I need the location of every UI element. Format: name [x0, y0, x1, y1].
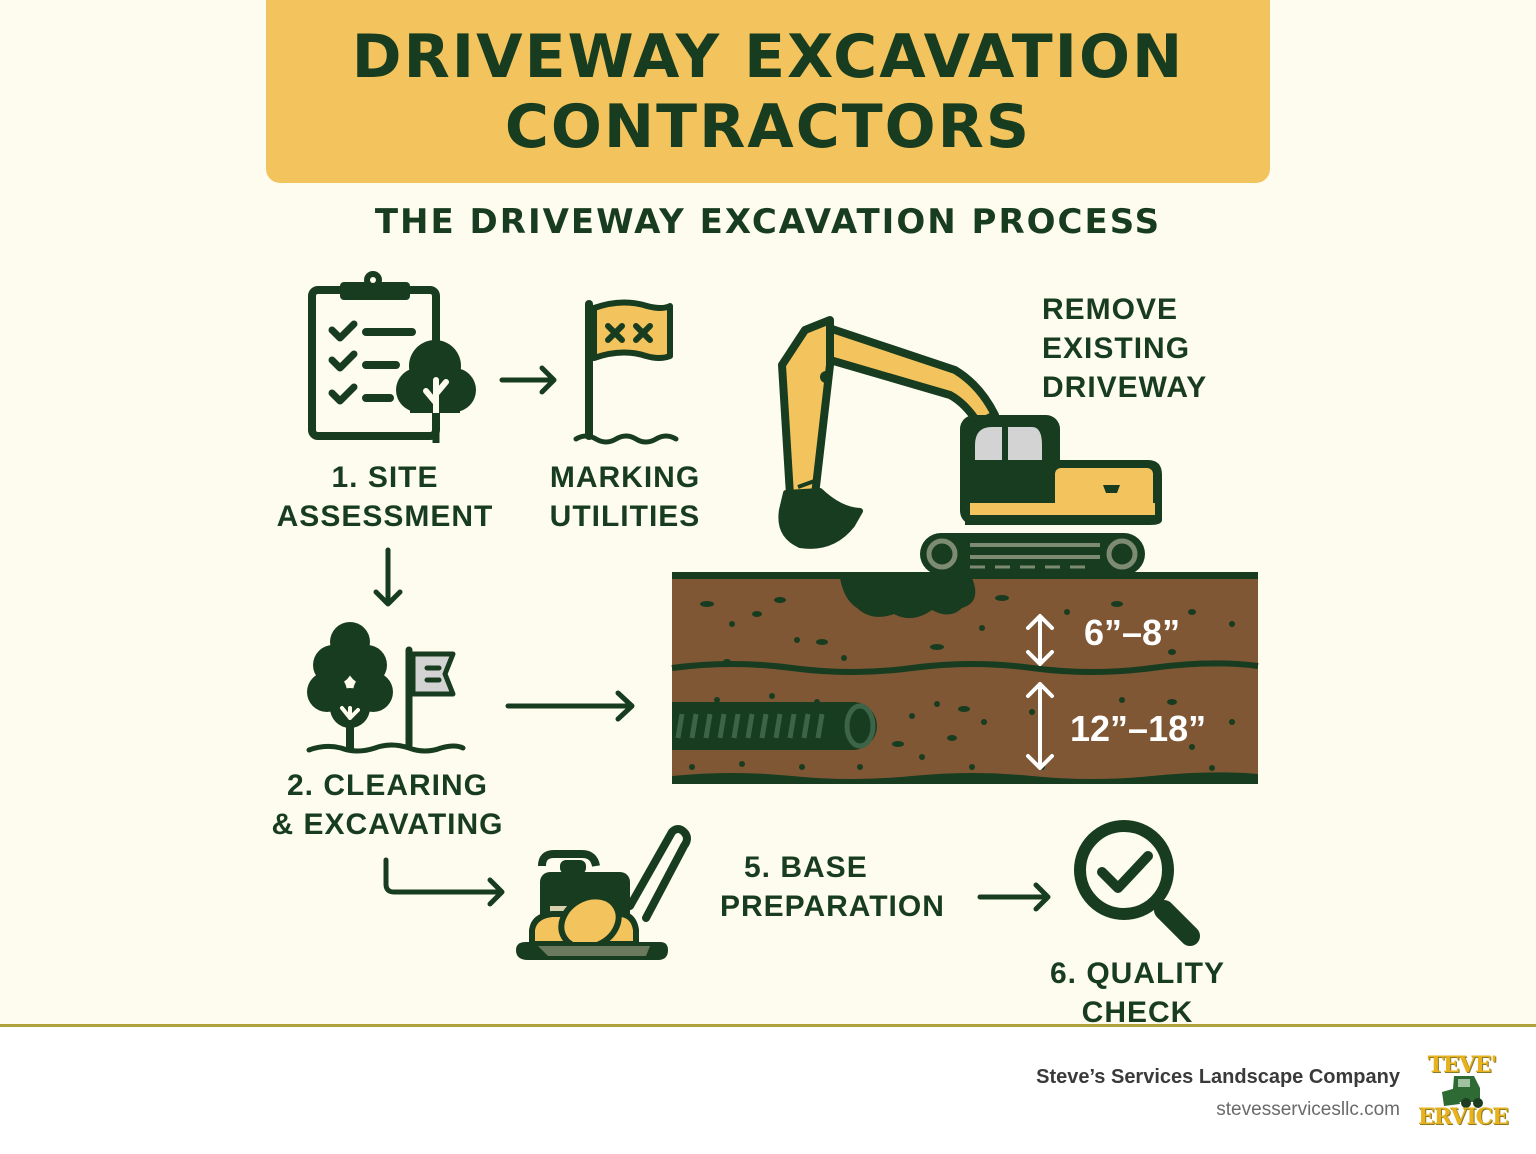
elbow-arrow-icon — [383, 857, 505, 907]
bottom-layer-depth: 12”–18” — [1070, 708, 1207, 749]
arrow-right-icon — [977, 882, 1051, 912]
step-line: REMOVE — [1042, 293, 1179, 326]
step-marking-utilities-label: MARKING UTILITIES — [525, 458, 725, 536]
footer-website-link[interactable]: stevesservicesllc.com — [1216, 1099, 1400, 1120]
step-line: CHECK — [1081, 996, 1194, 1029]
top-layer-depth: 6”–8” — [1084, 612, 1181, 653]
step-line: PREPARATION — [720, 890, 945, 923]
step-line: MARKING — [549, 461, 701, 494]
step-line: 5. BASE — [744, 851, 868, 884]
step-line: UTILITIES — [549, 500, 701, 533]
step-site-assessment-label: 1. SITE ASSESSMENT — [260, 458, 510, 536]
step-line: ASSESSMENT — [276, 500, 494, 533]
excavator-icon — [778, 316, 1162, 575]
footer-company-name: Steve’s Services Landscape Company — [1036, 1066, 1400, 1088]
title-banner: DRIVEWAY EXCAVATION CONTRACTORS — [266, 0, 1270, 183]
step-base-preparation-label: 5. BASE PREPARATION — [720, 848, 980, 926]
company-logo: TEVE' ERVICE — [1418, 1052, 1509, 1132]
step-quality-check-label: 6. QUALITY CHECK — [1030, 954, 1245, 1032]
title-line-1: DRIVEWAY EXCAVATION — [351, 21, 1185, 92]
plate-compactor-icon — [516, 825, 691, 960]
clipboard-tree-icon — [308, 271, 476, 446]
step-line: DRIVEWAY — [1042, 371, 1208, 404]
step-line: 6. QUALITY — [1049, 957, 1225, 990]
tree-flag-icon — [306, 622, 466, 754]
skid-steer-icon — [1442, 1076, 1483, 1108]
magnifier-check-icon — [1074, 820, 1200, 946]
process-subtitle: THE DRIVEWAY EXCAVATION PROCESS — [374, 202, 1162, 242]
infographic-canvas: DRIVEWAY EXCAVATION CONTRACTORS THE DRIV… — [0, 0, 1536, 1029]
logo-top-text: TEVE' — [1427, 1052, 1498, 1078]
step-line: 2. CLEARING — [286, 769, 489, 802]
arrow-down-icon — [373, 547, 403, 607]
step-line: EXISTING — [1042, 332, 1191, 365]
arrow-right-icon — [505, 690, 635, 722]
step-line: 1. SITE — [331, 461, 439, 494]
title-line-2: CONTRACTORS — [504, 91, 1032, 162]
step-remove-existing-driveway-label: REMOVE EXISTING DRIVEWAY — [1042, 290, 1262, 407]
soil-cross-section — [671, 572, 1259, 784]
logo-bottom-text: ERVICE — [1418, 1104, 1509, 1130]
step-line: & EXCAVATING — [271, 808, 504, 841]
footer-divider — [0, 1024, 1536, 1027]
step-clearing-excavating-label: 2. CLEARING & EXCAVATING — [255, 766, 520, 844]
flag-icon — [573, 299, 679, 445]
arrow-right-icon — [499, 365, 557, 395]
